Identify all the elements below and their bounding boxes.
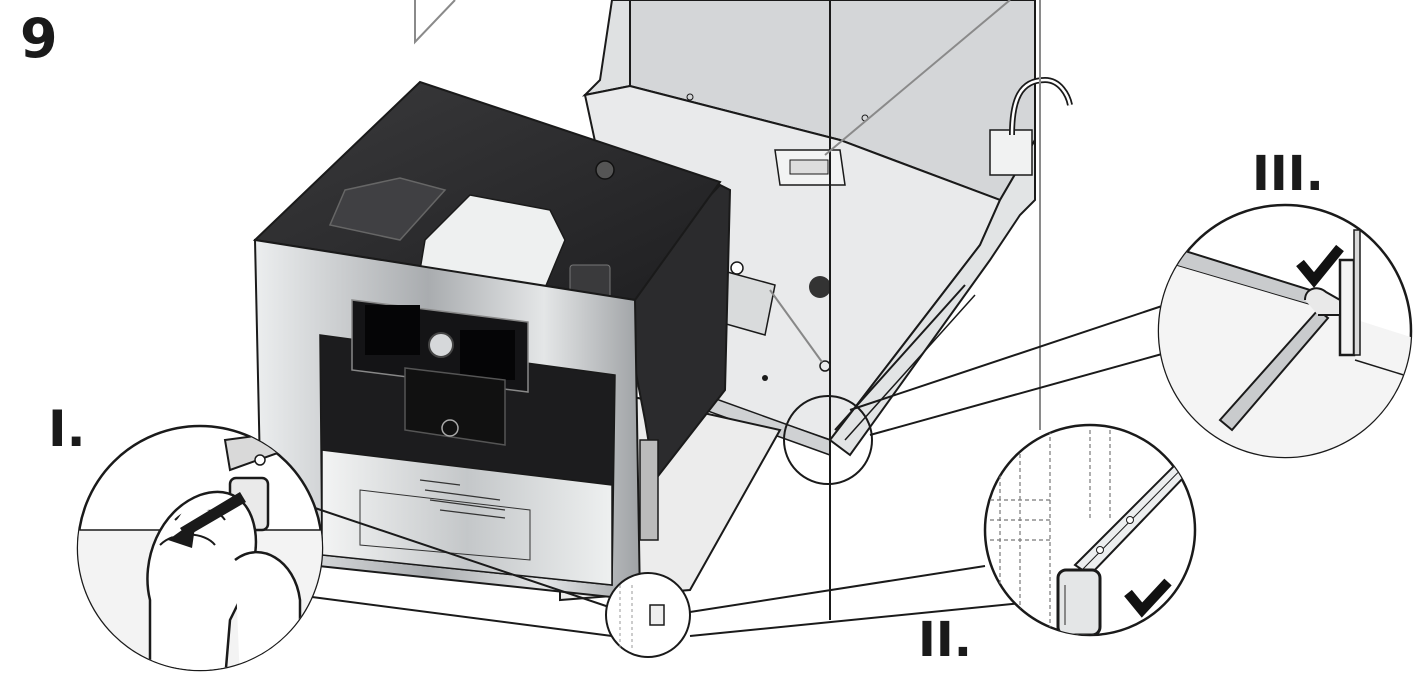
detail-iii-circle xyxy=(1157,203,1413,459)
niche-right-wall xyxy=(828,136,1036,457)
top-knob xyxy=(595,160,615,180)
callout-connectors xyxy=(311,304,1166,637)
locator-circle-rear xyxy=(783,395,873,485)
check-mark-icon xyxy=(1124,578,1172,618)
detail-ii-circle xyxy=(983,423,1197,637)
upper-cabinet-outline xyxy=(414,0,456,45)
rail-hook-engaged-check-icon xyxy=(1159,229,1411,457)
pull-arrow xyxy=(180,492,246,537)
callout-label-ii: II. xyxy=(918,612,972,668)
drip-tray xyxy=(321,449,613,586)
check-mark-icon xyxy=(1296,244,1344,288)
floor-hole xyxy=(809,276,831,298)
step-number: 9 xyxy=(20,7,58,70)
callout-label-i: I. xyxy=(48,400,86,458)
control-dial xyxy=(428,332,454,358)
callout-label-iii: III. xyxy=(1252,146,1324,202)
machine-side-panel xyxy=(618,183,732,483)
niche-left-wall xyxy=(581,0,631,97)
power-socket xyxy=(989,129,1033,176)
coffee-machine xyxy=(252,80,732,602)
coffee-outlet xyxy=(404,367,506,446)
rail-end-cap-check-icon xyxy=(990,430,1195,635)
drip-tray-grille xyxy=(419,479,506,519)
side-handle xyxy=(639,439,659,541)
water-tank-cover xyxy=(328,177,447,241)
locator-circle-front xyxy=(605,572,691,658)
